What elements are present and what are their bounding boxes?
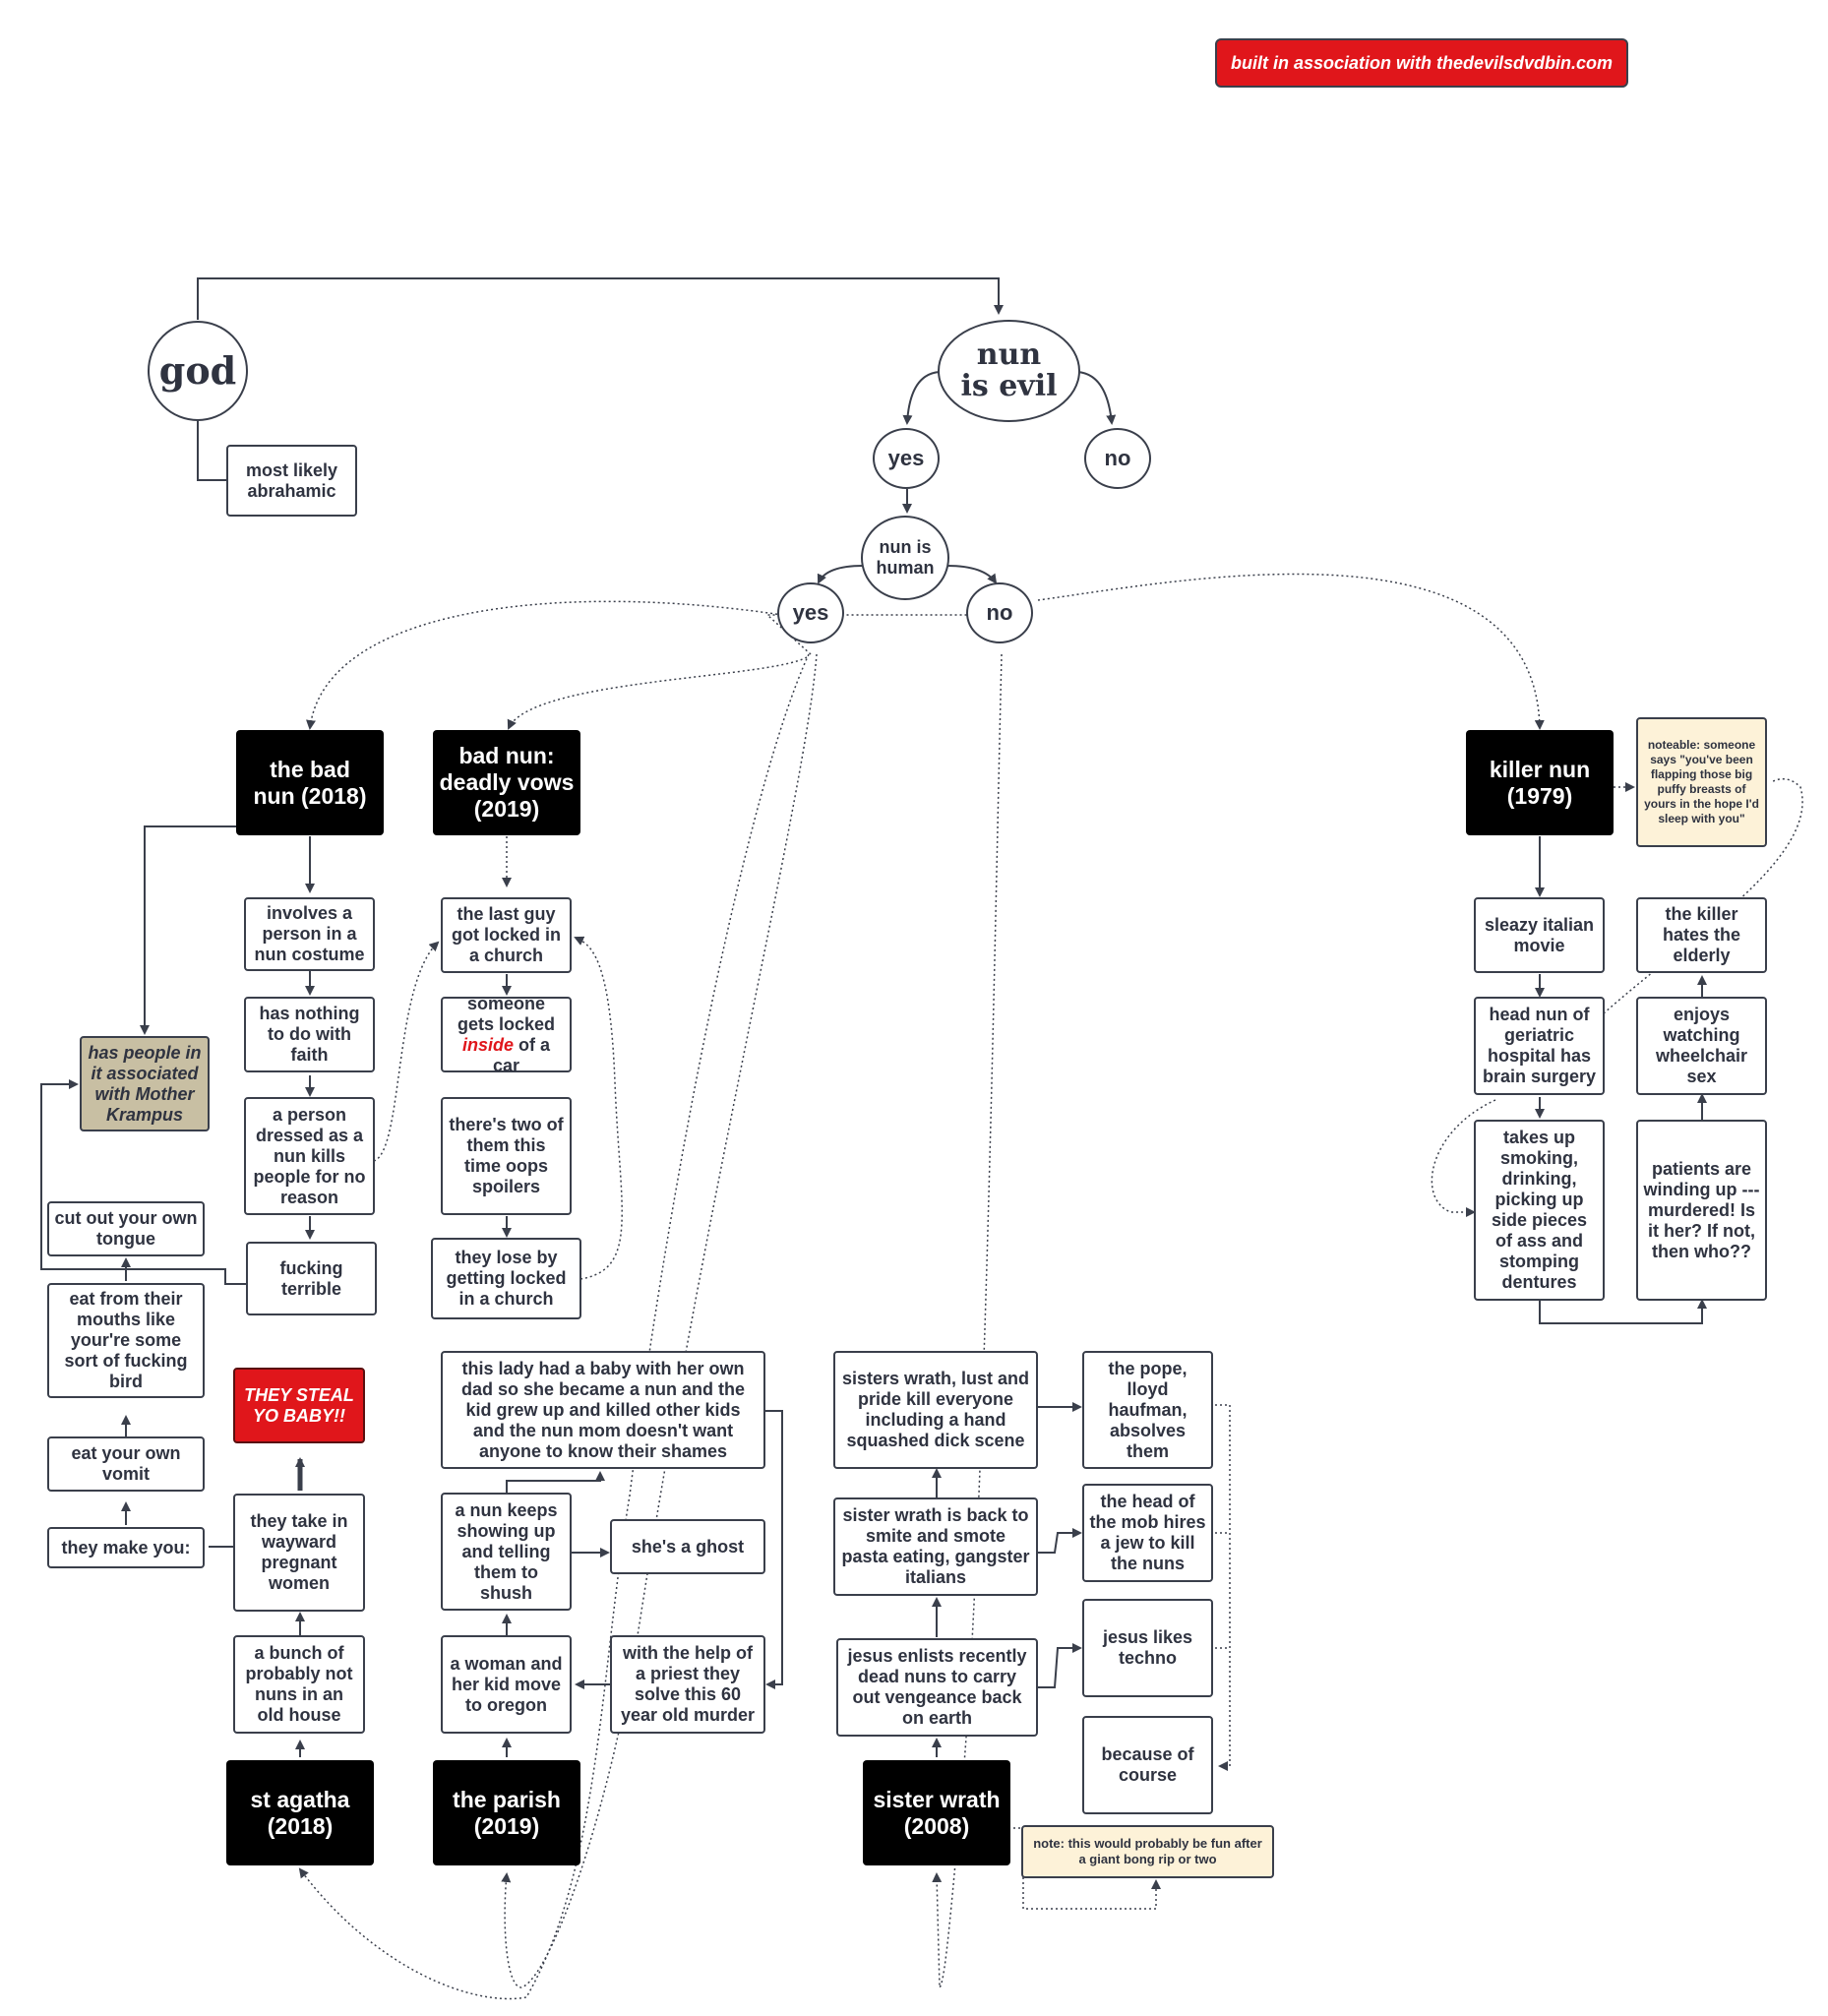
nun-is-evil-node: nun is evil bbox=[938, 320, 1080, 422]
bad-nun-point-3: a person dressed as a nun kills people f… bbox=[244, 1097, 375, 1215]
vows-point-2: someone gets locked inside of a car bbox=[441, 993, 572, 1075]
vows-point-2-inside: inside bbox=[461, 1034, 514, 1055]
eat-mouths-item: eat from their mouths like your're some … bbox=[47, 1283, 205, 1398]
god-node: god bbox=[148, 321, 248, 421]
wrath-mob: the head of the mob hires a jew to kill … bbox=[1082, 1484, 1213, 1582]
killer-nun-title[interactable]: killer nun (1979) bbox=[1466, 730, 1614, 835]
wrath-point-3: jesus enlists recently dead nuns to carr… bbox=[836, 1638, 1038, 1737]
killer-note: noteable: someone says "you've been flap… bbox=[1636, 717, 1767, 847]
the-parish-title[interactable]: the parish (2019) bbox=[433, 1760, 580, 1865]
bad-nun-point-1: involves a person in a nun costume bbox=[244, 897, 375, 971]
killer-point-3: takes up smoking, drinking, picking up s… bbox=[1474, 1120, 1605, 1301]
bad-nun-point-4: fucking terrible bbox=[246, 1242, 377, 1315]
old-house-item: a bunch of probably not nuns in an old h… bbox=[233, 1635, 365, 1734]
bad-nun-point-2: has nothing to do with faith bbox=[244, 997, 375, 1072]
killer-point-1: sleazy italian movie bbox=[1474, 897, 1605, 973]
vows-point-2-a: someone gets locked bbox=[457, 993, 556, 1034]
vows-point-2-c: of a car bbox=[492, 1034, 551, 1075]
mother-krampus-note: has people in it associated with Mother … bbox=[80, 1036, 210, 1131]
parish-point-2: a nun keeps showing up and telling them … bbox=[441, 1493, 572, 1611]
killer-point-6: the killer hates the elderly bbox=[1636, 897, 1767, 973]
attribution-banner[interactable]: built in association with thedevilsdvdbi… bbox=[1215, 38, 1628, 88]
deadly-vows-title[interactable]: bad nun: deadly vows (2019) bbox=[433, 730, 580, 835]
nun-is-evil-line1: nun bbox=[976, 337, 1042, 372]
evil-no-node: no bbox=[1084, 428, 1151, 489]
the-bad-nun-title[interactable]: the bad nun (2018) bbox=[236, 730, 384, 835]
sister-wrath-title[interactable]: sister wrath (2008) bbox=[863, 1760, 1010, 1865]
wayward-item: they take in wayward pregnant women bbox=[233, 1494, 365, 1612]
st-agatha-title[interactable]: st agatha (2018) bbox=[226, 1760, 374, 1865]
nun-is-human-node: nun is human bbox=[861, 516, 949, 600]
vows-point-4: they lose by getting locked in a church bbox=[431, 1238, 581, 1319]
killer-point-5: enjoys watching wheelchair sex bbox=[1636, 997, 1767, 1095]
abrahamic-note: most likely abrahamic bbox=[226, 445, 357, 517]
vows-point-1: the last guy got locked in a church bbox=[441, 897, 572, 973]
parish-point-3: a woman and her kid move to oregon bbox=[441, 1635, 572, 1734]
human-no-node: no bbox=[966, 582, 1033, 643]
wrath-note: note: this would probably be fun after a… bbox=[1021, 1825, 1274, 1878]
nun-is-evil-line2: is evil bbox=[960, 369, 1058, 403]
evil-yes-node: yes bbox=[873, 428, 940, 489]
wrath-course: because of course bbox=[1082, 1716, 1213, 1814]
steal-baby-callout: THEY STEAL YO BABY!! bbox=[233, 1368, 365, 1443]
parish-point-4: with the help of a priest they solve thi… bbox=[610, 1635, 765, 1734]
vows-point-3: there's two of them this time oops spoil… bbox=[441, 1097, 572, 1215]
wrath-techno: jesus likes techno bbox=[1082, 1599, 1213, 1697]
parish-ghost: she's a ghost bbox=[610, 1519, 765, 1574]
killer-point-4: patients are winding up --- murdered! Is… bbox=[1636, 1120, 1767, 1301]
wrath-point-1: sisters wrath, lust and pride kill every… bbox=[833, 1351, 1038, 1469]
human-yes-node: yes bbox=[777, 582, 844, 643]
cut-tongue-item: cut out your own tongue bbox=[47, 1201, 205, 1256]
wrath-pope: the pope, lloyd haufman, absolves them bbox=[1082, 1351, 1213, 1469]
make-you-item: they make you: bbox=[47, 1527, 205, 1568]
eat-vomit-item: eat your own vomit bbox=[47, 1436, 205, 1492]
killer-point-2: head nun of geriatric hospital has brain… bbox=[1474, 997, 1605, 1095]
parish-point-1: this lady had a baby with her own dad so… bbox=[441, 1351, 765, 1469]
wrath-point-2: sister wrath is back to smite and smote … bbox=[833, 1497, 1038, 1596]
